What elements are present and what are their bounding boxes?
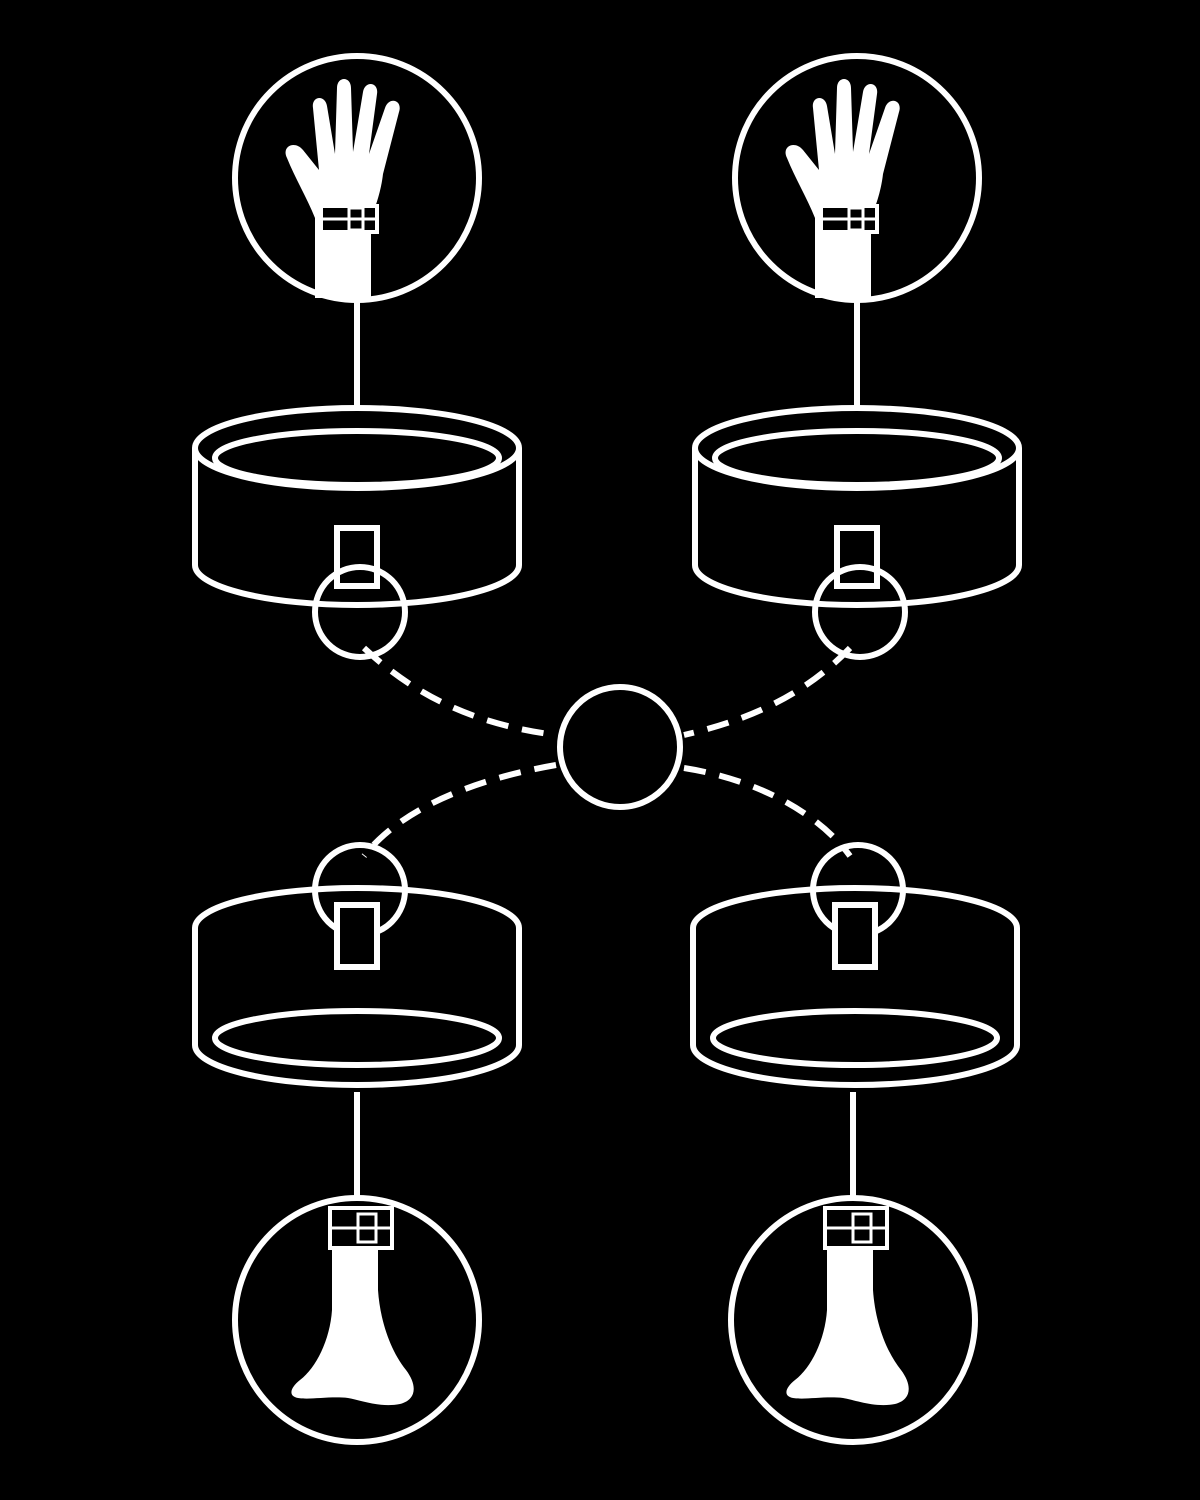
ankle-cuff-foot-icon [784,1206,911,1408]
strap-top-left [361,645,557,738]
strap-bottom-left [361,762,557,858]
ankle-cuff-foot-icon [289,1206,416,1408]
strap-top-right [683,645,853,738]
cuff-icon [195,845,519,1085]
right-ankle-node [693,845,1017,1445]
cuff-icon [195,408,519,657]
wrist-cuff-hand-icon [283,77,402,300]
center-ring-icon [557,684,683,810]
wrist-cuff-hand-icon [783,77,902,300]
cuff-icon [693,845,1017,1085]
strap-bottom-right [683,765,853,858]
left-ankle-circle [232,1195,482,1445]
right-ankle-circle [728,1195,978,1445]
right-wrist-node [695,53,1019,657]
left-wrist-node [195,53,519,657]
left-ankle-node [195,845,519,1445]
cuff-icon [695,408,1019,657]
